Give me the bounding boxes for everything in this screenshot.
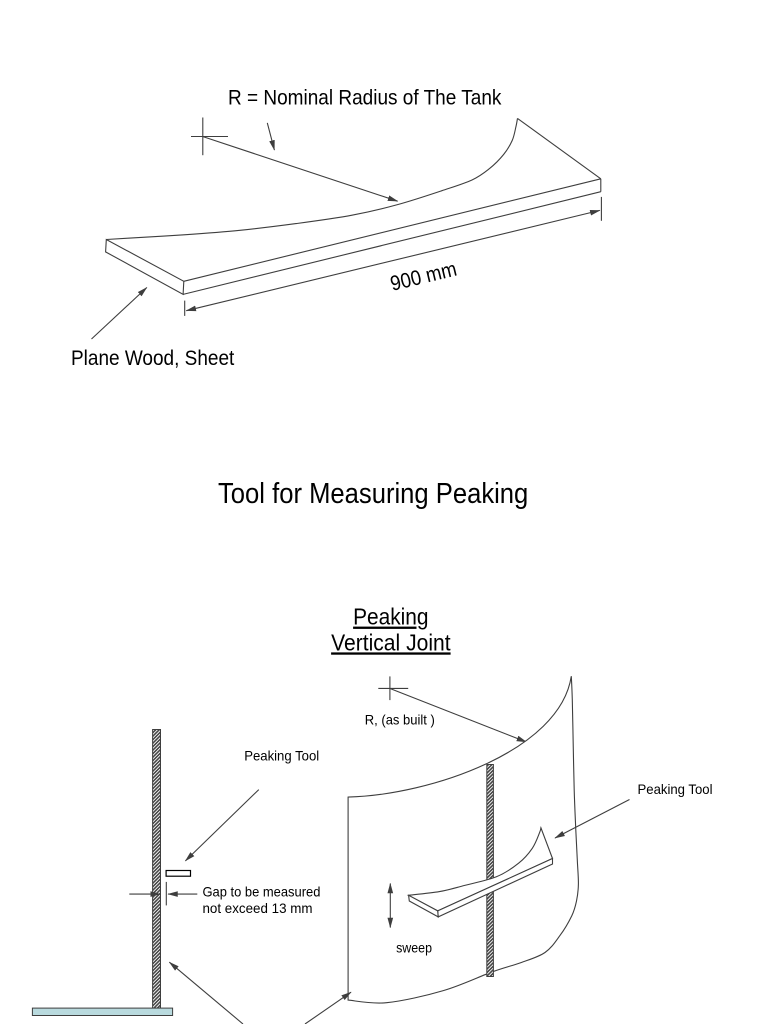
- svg-text:Tool for Measuring Peaking: Tool for Measuring Peaking: [218, 478, 528, 510]
- svg-text:Peaking Tool: Peaking Tool: [244, 748, 319, 764]
- svg-text:Vertical Joint: Vertical Joint: [331, 629, 451, 655]
- svg-text:R = Nominal Radius of The Tank: R = Nominal Radius of The Tank: [228, 87, 502, 110]
- svg-text:Plane Wood, Sheet: Plane Wood, Sheet: [71, 347, 234, 370]
- svg-text:not exceed 13 mm: not exceed 13 mm: [203, 900, 313, 916]
- svg-text:Peaking Tool: Peaking Tool: [638, 781, 713, 797]
- svg-text:sweep: sweep: [396, 940, 432, 956]
- svg-text:Peaking: Peaking: [353, 604, 428, 630]
- svg-text:Gap to be measured: Gap to be measured: [203, 884, 321, 900]
- svg-text:900 mm: 900 mm: [388, 258, 459, 296]
- svg-text:R, (as built ): R, (as built ): [365, 712, 435, 728]
